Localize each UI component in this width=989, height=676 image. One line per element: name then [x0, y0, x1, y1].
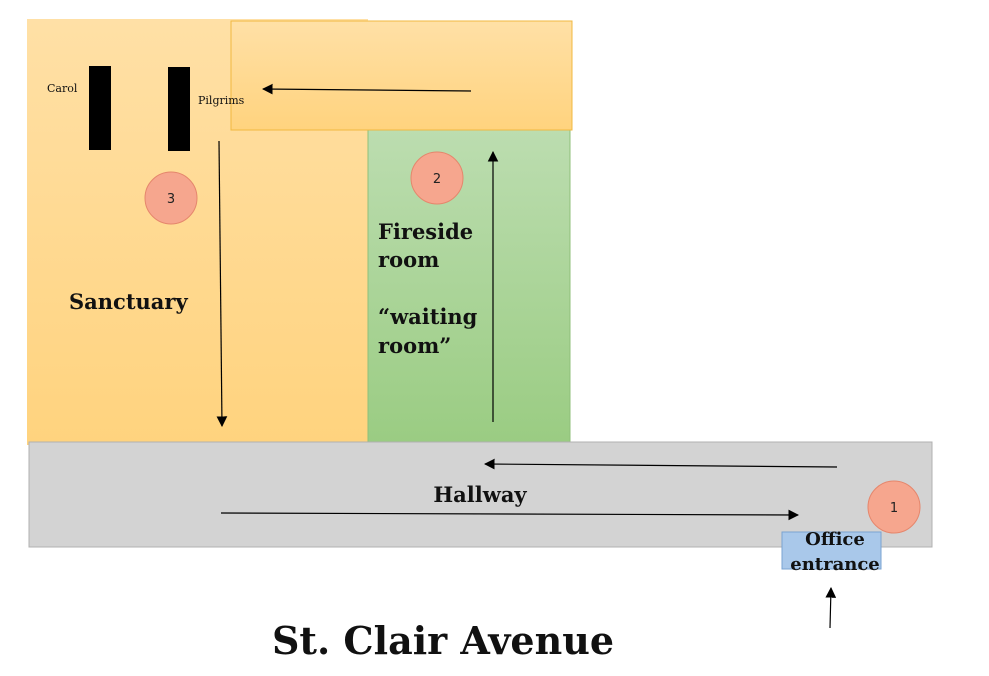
street-label: St. Clair Avenue	[272, 618, 614, 663]
fireside-label-line-1: Fireside	[378, 219, 473, 244]
pew-label-carol: Carol	[47, 82, 78, 95]
marker-circle-2	[410, 151, 464, 205]
marker-circle-3	[144, 171, 198, 225]
marker-label-3: 3	[167, 192, 175, 207]
arrow-sanctuary-down	[216, 140, 228, 428]
sanctuary-label: Sanctuary	[69, 289, 188, 314]
marker-label-2: 2	[433, 172, 441, 187]
stage-area	[230, 20, 573, 131]
marker-label-1: 1	[890, 501, 898, 516]
hallway	[28, 441, 933, 548]
fireside-label-line-5: room”	[378, 333, 451, 358]
pew-right	[168, 67, 190, 151]
arrow-stage-to-pilgrims	[261, 83, 472, 95]
marker-circle-1	[867, 480, 921, 534]
pew-left	[89, 66, 111, 150]
fireside-label-line-2: room	[378, 247, 439, 272]
fireside-room	[367, 127, 571, 446]
hallway-label: Hallway	[433, 482, 527, 507]
office-label-line-1: Office	[805, 529, 865, 550]
office-label-line-2: entrance	[790, 554, 880, 575]
arrow-hallway-right	[220, 509, 800, 521]
pew-label-pilgrims: Pilgrims	[198, 94, 245, 107]
fireside-label-line-4: “waiting	[378, 304, 478, 329]
office-entrance-box	[781, 531, 882, 570]
arrow-entrance-up	[825, 586, 837, 629]
arrow-hallway-left	[483, 458, 838, 470]
